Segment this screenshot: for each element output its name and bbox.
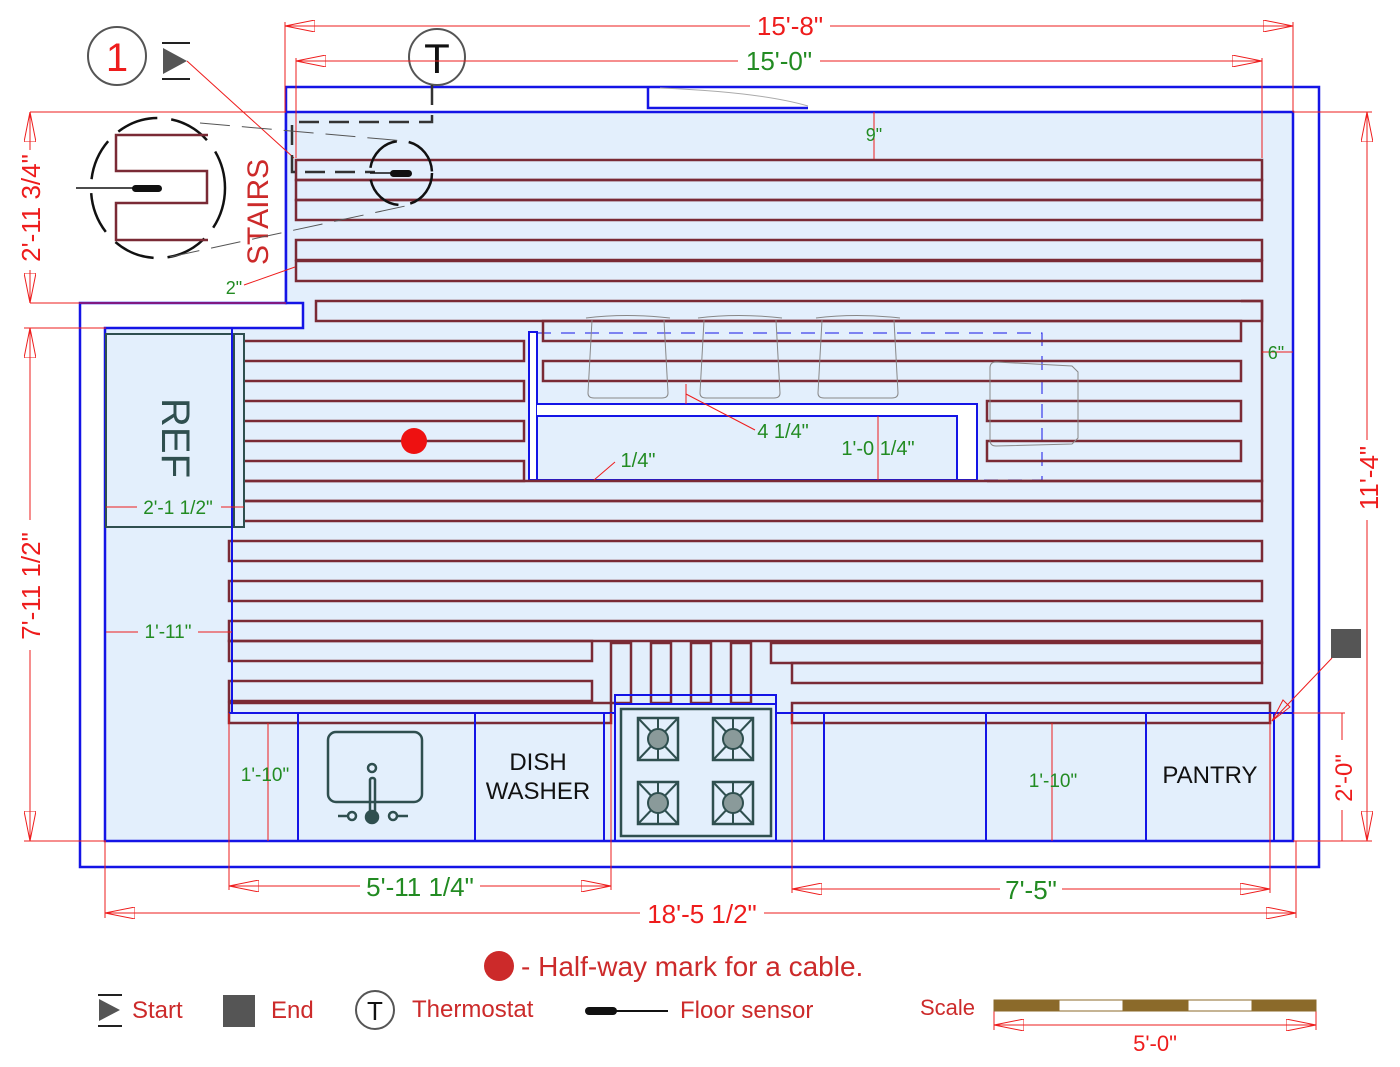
legend-scale-value: 5'-0" — [1133, 1031, 1177, 1056]
legend-start-text: Start — [132, 997, 183, 1024]
legend-floor-sensor-text: Floor sensor — [680, 997, 813, 1024]
dim-island-depth: 1'-0 1/4" — [841, 438, 914, 460]
dim-top-gap: 9" — [866, 125, 882, 145]
cable-run — [541, 319, 1243, 343]
dimension-labels: 15'-8" 15'-0" 2'-11 3/4" 7'-11 1/2" 11'-… — [16, 10, 1384, 929]
legend-thermostat-text: Thermostat — [412, 996, 534, 1023]
floor-sensor-icon — [368, 139, 434, 207]
dim-counter-depth-right: 2'-0" — [1331, 754, 1358, 802]
burner-icon — [636, 780, 680, 826]
base-cabinets — [229, 328, 1293, 842]
scale-bar — [993, 999, 1317, 1012]
svg-text:1: 1 — [106, 36, 128, 80]
burner-icon — [711, 780, 755, 826]
dim-ref-width: 2'-1 1/2" — [143, 498, 213, 519]
dim-counter-right-depth: 1'-10" — [1029, 771, 1077, 792]
dishwasher-label-2: WASHER — [486, 778, 590, 805]
dim-stairs-gap: 2" — [226, 278, 242, 298]
dim-left-height: 7'-11 1/2" — [16, 532, 46, 640]
dim-right-gap: 6" — [1268, 343, 1284, 363]
legend: - Half-way mark for a cable. Start End T… — [98, 951, 1317, 1056]
dim-overall-top-outer: 15'-8" — [757, 11, 823, 41]
legend-halfway-icon — [484, 951, 514, 981]
legend-start-icon — [98, 994, 122, 1027]
bar-stool — [585, 315, 671, 399]
stove — [619, 707, 773, 838]
bar-stool — [815, 315, 901, 399]
dim-bottom-left-counter: 5'-11 1/4" — [366, 872, 474, 902]
pantry-label: PANTRY — [1162, 762, 1257, 789]
heating-cable — [227, 158, 1272, 725]
svg-text:T: T — [367, 996, 383, 1026]
legend-thermostat-icon: T — [355, 990, 395, 1030]
dim-island-edge: 1/4" — [621, 450, 656, 472]
door-swing — [659, 87, 809, 107]
end-marker-icon — [1271, 629, 1361, 722]
dim-right-height: 11'-4" — [1354, 446, 1384, 510]
cable-run — [227, 619, 1264, 643]
svg-text:T: T — [424, 35, 450, 82]
cable-run — [541, 359, 1243, 383]
bar-stools — [585, 315, 1079, 447]
dim-counter-left-depth: 1'-10" — [241, 765, 289, 786]
island-outer — [528, 331, 538, 481]
cable-run — [227, 539, 1264, 563]
cable-run — [294, 198, 1264, 222]
ref-label: REF — [153, 398, 197, 478]
dishwasher-label-1: DISH — [509, 749, 566, 776]
dim-bottom-right-counter: 7'-5" — [1005, 875, 1057, 905]
halfway-mark — [401, 428, 427, 454]
cable-run — [294, 259, 1264, 283]
refrigerator: REF — [105, 333, 245, 528]
legend-scale-label: Scale — [920, 995, 975, 1020]
cable-run — [985, 439, 1243, 463]
legend-floor-sensor-icon — [585, 1007, 668, 1015]
dim-island-gap: 4 1/4" — [757, 421, 809, 443]
dim-overall-top-inner: 15'-0" — [746, 46, 812, 76]
legend-end-icon — [223, 995, 255, 1027]
cable-run — [227, 579, 1264, 603]
stairs-label: STAIRS — [242, 159, 275, 265]
cable-run — [790, 661, 1264, 685]
dim-left-gap: 1'-11" — [145, 622, 192, 643]
sensor-detail-callout — [76, 116, 411, 260]
bar-stool — [989, 361, 1079, 447]
start-marker-icon — [162, 42, 295, 159]
cable-run — [227, 679, 594, 703]
cable-run — [985, 399, 1243, 423]
cable-run — [227, 639, 594, 663]
dim-bottom-overall: 18'-5 1/2" — [647, 899, 757, 929]
door — [646, 87, 808, 110]
legend-end-text: End — [271, 997, 314, 1024]
sink — [326, 730, 424, 825]
bar-stool — [697, 315, 783, 399]
legend-halfway-text: - Half-way mark for a cable. — [521, 951, 863, 982]
section-marker: 1 — [87, 26, 147, 86]
dim-stairs-height: 2'-11 3/4" — [16, 154, 46, 262]
burner-icon — [711, 716, 755, 762]
burner-icon — [636, 716, 680, 762]
